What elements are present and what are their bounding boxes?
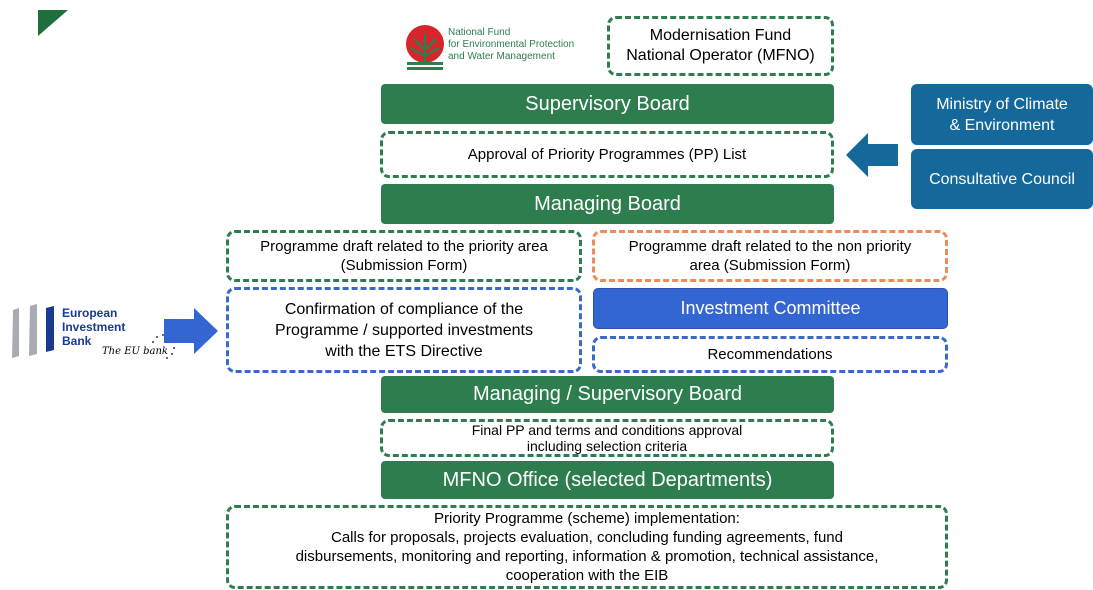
draft-non-priority-line: Programme draft related to the non prior… (628, 238, 912, 255)
eib-text-line: Investment (62, 320, 126, 334)
confirmation-line: Programme / supported investments (275, 321, 533, 339)
nfosigw-logo-text: National Fund for Environmental Protecti… (448, 27, 608, 63)
ministry-line: Ministry of Climate (936, 95, 1068, 113)
mfno-box: Modernisation Fund National Operator (MF… (607, 16, 834, 76)
consultative-council-box: Consultative Council (911, 149, 1093, 209)
investment-committee: Investment Committee (593, 288, 948, 329)
final-pp-box: Final PP and terms and conditions approv… (380, 419, 834, 457)
draft-priority-box: Programme draft related to the priority … (226, 230, 582, 282)
final-pp-line: including selection criteria (526, 438, 688, 454)
corner-triangle-decoration (38, 10, 68, 36)
eib-text-line: Bank (62, 334, 92, 348)
consultative-council-label: Consultative Council (929, 170, 1075, 188)
managing-board-label: Managing Board (534, 192, 681, 215)
mfno-line: National Operator (MFNO) (626, 47, 815, 64)
implementation-box: Priority Programme (scheme) implementati… (226, 505, 948, 589)
mfno-office-label: MFNO Office (selected Departments) (442, 468, 773, 491)
confirmation-line: Confirmation of compliance of the (284, 300, 524, 318)
draft-priority-line: (Submission Form) (340, 257, 468, 274)
mfno-office: MFNO Office (selected Departments) (381, 461, 834, 499)
nfosigw-text-line: and Water Management (448, 51, 555, 62)
ministry-box: Ministry of Climate & Environment (911, 84, 1093, 145)
approval-pp-list-label: Approval of Priority Programmes (PP) Lis… (467, 146, 747, 163)
eib-logo: European Investment Bank The EU bank (8, 302, 188, 364)
ministry-line: & Environment (949, 116, 1055, 134)
draft-non-priority-box: Programme draft related to the non prior… (592, 230, 948, 282)
managing-supervisory-board: Managing / Supervisory Board (381, 376, 834, 413)
right-arrow-icon (164, 308, 218, 354)
eib-text-line: European (62, 306, 118, 320)
supervisory-board: Supervisory Board (381, 84, 834, 124)
confirmation-line: with the ETS Directive (325, 342, 483, 360)
left-arrow-icon (846, 133, 898, 177)
recommendations-label: Recommendations (707, 346, 833, 363)
supervisory-board-label: Supervisory Board (525, 92, 690, 115)
managing-supervisory-board-label: Managing / Supervisory Board (472, 383, 743, 405)
implementation-line: Priority Programme (scheme) implementati… (434, 510, 740, 527)
final-pp-line: Final PP and terms and conditions approv… (471, 422, 743, 438)
implementation-line: Calls for proposals, projects evaluation… (331, 529, 843, 546)
approval-pp-list-box: Approval of Priority Programmes (PP) Lis… (380, 131, 834, 178)
draft-non-priority-line: area (Submission Form) (689, 257, 851, 274)
nfosigw-emblem-icon (406, 25, 444, 70)
confirmation-box: Confirmation of compliance of the Progra… (226, 287, 582, 373)
mfno-line: Modernisation Fund (649, 27, 792, 44)
eib-logo-text: European Investment Bank (62, 306, 152, 348)
recommendations-box: Recommendations (592, 336, 948, 373)
eib-tagline: The EU bank (102, 346, 168, 357)
nfosigw-text-line: National Fund (448, 27, 511, 38)
implementation-line: disbursements, monitoring and reporting,… (295, 548, 879, 565)
nfosigw-text-line: for Environmental Protection (448, 39, 575, 50)
investment-committee-label: Investment Committee (680, 298, 861, 318)
eib-bars-icon (12, 304, 54, 358)
implementation-line: cooperation with the EIB (505, 567, 669, 584)
managing-board: Managing Board (381, 184, 834, 224)
draft-priority-line: Programme draft related to the priority … (260, 238, 548, 255)
nfosigw-logo: National Fund for Environmental Protecti… (403, 22, 603, 74)
